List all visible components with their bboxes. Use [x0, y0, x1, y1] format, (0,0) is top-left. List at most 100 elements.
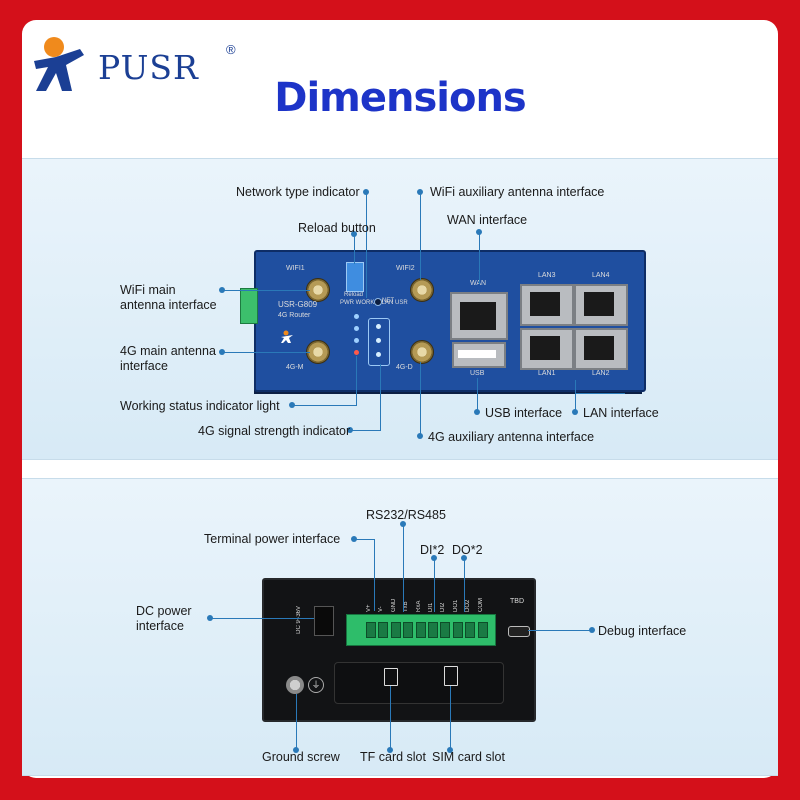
- leader-sim: [450, 686, 451, 750]
- lan1-jack: [530, 336, 560, 360]
- dot-rs232: [400, 521, 406, 527]
- terminal-pin[interactable]: [452, 622, 463, 638]
- g4-aux-antenna-port: [410, 340, 434, 364]
- dot-working-status: [289, 402, 295, 408]
- callout-signal: 4G signal strength indicator: [198, 424, 351, 438]
- terminal-pin[interactable]: [465, 622, 476, 638]
- tbd-label: TBD: [510, 598, 524, 605]
- lan4-jack: [584, 292, 614, 316]
- terminal-label: DO1: [452, 599, 459, 612]
- signal-led-2: [376, 338, 381, 343]
- terminal-pin[interactable]: [428, 622, 438, 638]
- callout-lan: LAN interface: [583, 406, 659, 420]
- port-label-usb: USB: [470, 370, 485, 377]
- terminal-pin[interactable]: [403, 622, 414, 638]
- port-label-wifi2: WIFI2: [396, 265, 415, 272]
- callout-wifi-main: WiFi main antenna interface: [120, 283, 217, 312]
- leader-signal: [350, 430, 380, 431]
- callout-rs232: RS232/RS485: [366, 508, 446, 522]
- leader-tf: [390, 686, 391, 750]
- device-logo-icon: [281, 330, 293, 343]
- signal-led-3: [376, 352, 381, 357]
- leader-4g-aux: [420, 362, 421, 436]
- pusr-logo-icon: [34, 37, 84, 91]
- leader-di: [434, 558, 435, 612]
- leader-4g-main: [222, 352, 310, 353]
- wifi-aux-antenna-port: [410, 278, 434, 302]
- port-label-lan1: LAN1: [538, 370, 556, 377]
- net-label: NET: [382, 298, 394, 304]
- ground-screw: [286, 676, 304, 694]
- port-label-lan2: LAN2: [592, 370, 610, 377]
- signal-indicator-box: [368, 318, 390, 366]
- terminal-label: GND: [390, 598, 397, 612]
- leader-wan: [479, 232, 480, 284]
- leader-network-type: [366, 192, 367, 298]
- card-slot-area: [334, 662, 504, 704]
- terminal-pin[interactable]: [366, 622, 376, 638]
- terminal-label: TxB: [403, 601, 410, 612]
- dc-jack[interactable]: [314, 606, 334, 636]
- dot-reload: [351, 231, 357, 237]
- debug-port[interactable]: [508, 626, 530, 637]
- dot-di: [431, 555, 437, 561]
- callout-tf: TF card slot: [360, 750, 426, 764]
- status-led-4: [354, 350, 359, 355]
- g4-main-antenna-port: [306, 340, 330, 364]
- dot-dc: [207, 615, 213, 621]
- brand-name: PUSR: [98, 48, 199, 87]
- dot-4g-aux: [417, 433, 423, 439]
- terminal-pin[interactable]: [390, 622, 401, 638]
- port-label-wifi1: WIFI1: [286, 265, 305, 272]
- terminal-pin[interactable]: [477, 622, 488, 638]
- din-clip: [240, 288, 258, 324]
- leader-do: [464, 558, 465, 612]
- port-label-wan: WAN: [470, 280, 486, 287]
- callout-sim: SIM card slot: [432, 750, 505, 764]
- dot-signal: [347, 427, 353, 433]
- usb-jack: [458, 350, 496, 358]
- dot-wan: [476, 229, 482, 235]
- leader-terminal-power-v: [374, 539, 375, 611]
- front-view-panel: [22, 158, 778, 460]
- status-led-2: [354, 326, 359, 331]
- leader-lan-h: [575, 393, 625, 394]
- callout-reload: Reload button: [298, 221, 376, 235]
- port-label-lan4: LAN4: [592, 272, 610, 279]
- leader-signal-v: [380, 364, 381, 431]
- leader-terminal-power-h: [354, 539, 374, 540]
- usb-port[interactable]: [452, 342, 506, 368]
- dot-network-type: [363, 189, 369, 195]
- callout-terminal-power: Terminal power interface: [204, 532, 341, 546]
- dc-label: DC 9~36V: [296, 606, 302, 634]
- status-led-1: [354, 314, 359, 319]
- callout-dc-power: DC power interface: [136, 604, 192, 633]
- ground-symbol-icon: ⏚: [308, 677, 324, 693]
- terminal-pin[interactable]: [378, 622, 389, 638]
- port-label-lan3: LAN3: [538, 272, 556, 279]
- page-title: Dimensions: [274, 75, 526, 121]
- callout-wan: WAN interface: [447, 213, 528, 227]
- sim-card-icon: [444, 666, 458, 686]
- terminal-pin[interactable]: [440, 622, 451, 638]
- tf-card-icon: [384, 668, 398, 686]
- callout-wifi-aux: WiFi auxiliary antenna interface: [430, 185, 605, 199]
- dot-wifi-main: [219, 287, 225, 293]
- callout-4g-main: 4G main antenna interface: [120, 344, 216, 373]
- terminal-pin[interactable]: [415, 622, 426, 638]
- callout-debug: Debug interface: [598, 624, 687, 638]
- lan2-jack: [584, 336, 614, 360]
- callout-usb: USB interface: [485, 406, 563, 420]
- status-led-3: [354, 338, 359, 343]
- terminal-label: COM: [477, 598, 484, 612]
- reload-button[interactable]: [346, 262, 364, 292]
- leader-working-status-v: [356, 356, 357, 406]
- leader-lan-v: [575, 380, 576, 414]
- device-type: 4G Router: [278, 312, 311, 319]
- terminal-label: DI2: [440, 602, 447, 612]
- callout-4g-aux: 4G auxiliary antenna interface: [428, 430, 595, 444]
- dot-terminal-power: [351, 536, 357, 542]
- dot-usb: [474, 409, 480, 415]
- callout-working-status: Working status indicator light: [120, 399, 280, 413]
